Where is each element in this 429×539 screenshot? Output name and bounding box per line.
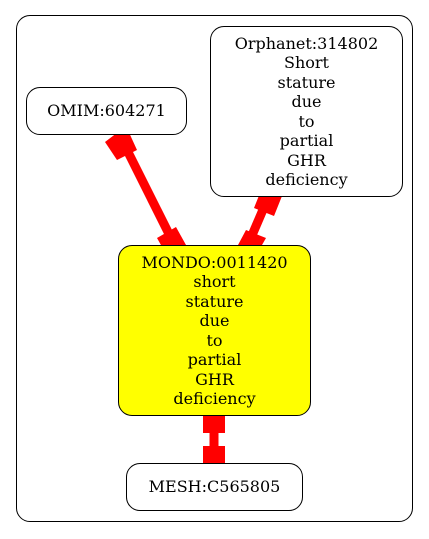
node-orphanet-line: to (298, 111, 315, 131)
node-mesh-c565805[interactable]: MESH:C565805 (126, 463, 303, 511)
node-mondo-0011420[interactable]: MONDO:0011420 short stature due to parti… (118, 245, 311, 416)
node-orphanet-line: Orphanet:314802 (234, 33, 379, 53)
edge-mondo-mesh-head (203, 446, 225, 468)
node-orphanet-line: Short (284, 53, 329, 72)
node-mondo-line: stature (185, 291, 244, 311)
node-orphanet-line: GHR (287, 150, 326, 170)
node-mondo-line: partial (187, 350, 242, 369)
node-mesh-label: MESH:C565805 (148, 477, 281, 497)
node-orphanet-line: partial (279, 131, 334, 150)
node-omim-label: OMIM:604271 (47, 101, 166, 121)
node-orphanet-line: stature (277, 72, 336, 92)
node-mondo-line: short (193, 272, 236, 291)
node-omim-604271[interactable]: OMIM:604271 (26, 87, 187, 135)
node-mondo-line: deficiency (173, 389, 256, 408)
node-mondo-line: due (199, 311, 230, 330)
edge-mondo-mesh (203, 410, 225, 468)
node-mondo-line: GHR (195, 369, 234, 389)
edge-orphanet-mondo (238, 188, 282, 252)
node-orphanet-line: deficiency (265, 170, 348, 189)
edge-omim-mondo (105, 126, 186, 254)
node-orphanet-314802[interactable]: Orphanet:314802 Short stature due to par… (210, 26, 403, 197)
node-orphanet-line: due (291, 92, 322, 111)
node-mondo-line: to (206, 330, 223, 350)
node-mondo-line: MONDO:0011420 (141, 252, 288, 272)
